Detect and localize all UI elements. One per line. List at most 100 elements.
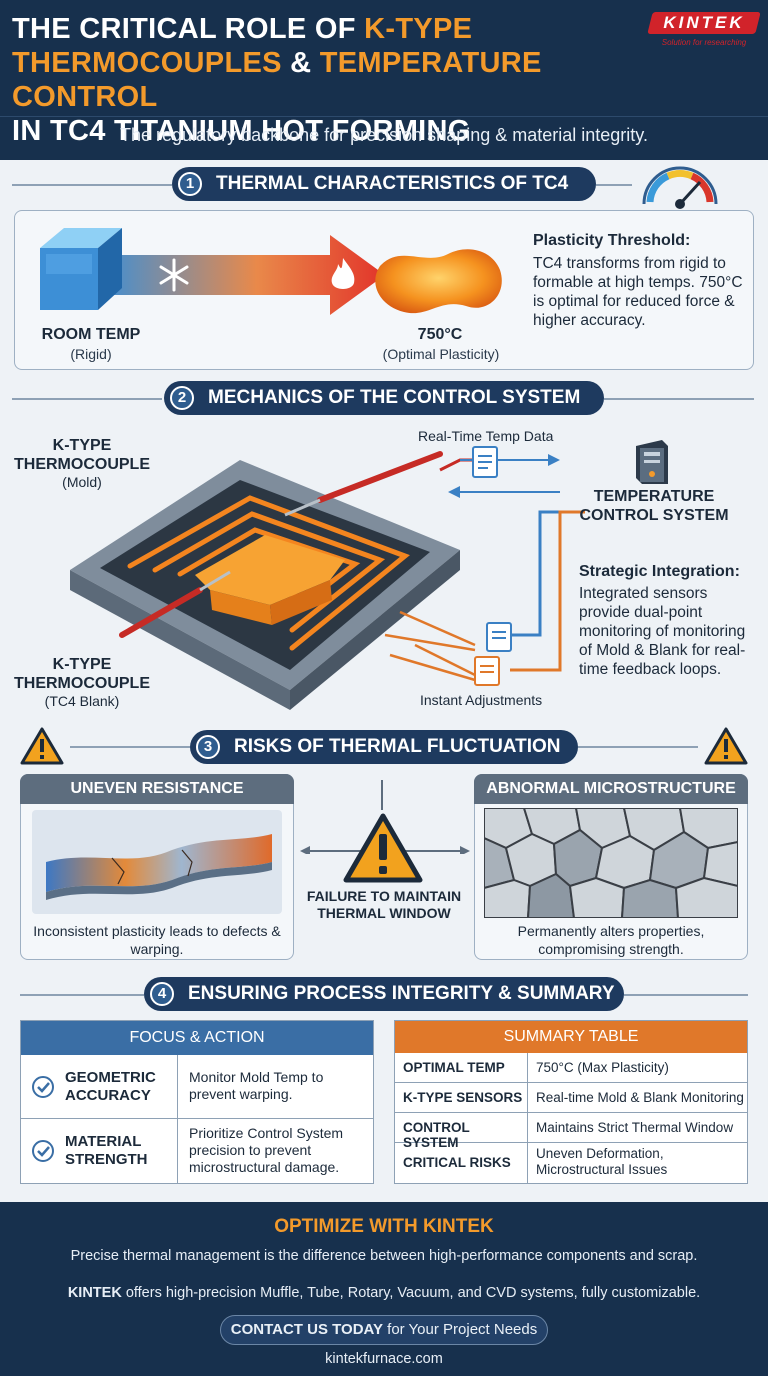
hot-blank-icon <box>375 249 502 314</box>
failure-label: FAILURE TO MAINTAIN THERMAL WINDOW <box>306 888 462 921</box>
title-part: THE CRITICAL ROLE OF <box>12 13 365 45</box>
focus-row-text: Prioritize Control System precision to p… <box>189 1125 344 1175</box>
abnormal-microstructure-header: ABNORMAL MICROSTRUCTURE <box>474 774 748 804</box>
title-highlight: THERMOCOUPLES <box>12 47 282 79</box>
section-divider <box>12 184 172 186</box>
document-icon <box>486 622 512 652</box>
gauge-icon <box>642 166 718 209</box>
plasticity-threshold-text: TC4 transforms from rigid to formable at… <box>533 255 743 329</box>
website-link[interactable]: kintekfurnace.com <box>325 1351 443 1367</box>
data-flow-lines <box>384 454 585 682</box>
header-banner <box>0 0 768 160</box>
section-title: MECHANICS OF THE CONTROL SYSTEM <box>208 387 581 408</box>
summary-key: OPTIMAL TEMP <box>403 1060 505 1075</box>
contact-label-rest: for Your Project Needs <box>382 1321 538 1338</box>
summary-key: K-TYPE SENSORS <box>403 1090 523 1105</box>
contact-us-button[interactable]: CONTACT US TODAY for Your Project Needs <box>220 1315 548 1345</box>
flame-icon <box>331 258 355 289</box>
check-circle-icon <box>32 1076 54 1098</box>
footer-line1: Precise thermal management is the differ… <box>70 1248 698 1264</box>
strategic-integration-text: Integrated sensors provide dual-point mo… <box>579 585 746 678</box>
warning-icon <box>20 727 64 765</box>
focus-row-label: MATERIAL STRENGTH <box>65 1133 148 1168</box>
contact-label: CONTACT US TODAY <box>230 1321 383 1338</box>
title-highlight: K-TYPE <box>364 13 473 45</box>
temperature-control-system-label: TEMPERATURE CONTROL SYSTEM <box>579 488 729 524</box>
hot-temp-sub: (Optimal Plasticity) <box>382 346 500 362</box>
summary-row: CRITICAL RISKS Uneven Deformation, Micro… <box>395 1143 747 1183</box>
summary-value: 750°C (Max Plasticity) <box>536 1060 669 1075</box>
footer-line2: KINTEK offers high-precision Muffle, Tub… <box>0 1285 768 1301</box>
document-icon <box>474 656 500 686</box>
section-number: 1 <box>178 172 202 196</box>
strategic-integration-title: Strategic Integration: <box>579 563 740 580</box>
thermocouple-blank-label: K-TYPE THERMOCOUPLE <box>14 656 150 692</box>
section-title: RISKS OF THERMAL FLUCTUATION <box>234 736 561 757</box>
summary-key: CRITICAL RISKS <box>403 1155 511 1170</box>
section-title: THERMAL CHARACTERISTICS OF TC4 <box>216 173 569 194</box>
title-part: & <box>281 47 320 79</box>
check-circle-icon <box>32 1140 54 1162</box>
focus-row: MATERIAL STRENGTH Prioritize Control Sys… <box>21 1119 373 1183</box>
abnormal-microstructure-caption: Permanently alters properties, compromis… <box>517 923 705 957</box>
title-highlight: TEMPERATURE CONTROL <box>12 47 542 113</box>
uneven-resistance-caption: Inconsistent plasticity leads to defects… <box>33 923 281 957</box>
heated-mold-illustration <box>70 451 460 710</box>
uneven-resistance-header: UNEVEN RESISTANCE <box>20 774 294 804</box>
summary-value: Uneven Deformation, Microstructural Issu… <box>536 1146 668 1177</box>
title-part: IN TC4 TITANIUM HOT FORMING <box>12 115 471 147</box>
warning-icon <box>704 727 748 765</box>
section4-heading: 4 ENSURING PROCESS INTEGRITY & SUMMARY <box>144 977 624 1011</box>
section-title: ENSURING PROCESS INTEGRITY & SUMMARY <box>188 983 615 1004</box>
document-icon <box>472 446 498 478</box>
computer-tower-icon <box>636 440 668 484</box>
section-divider <box>12 398 162 400</box>
heating-arrow <box>100 235 385 315</box>
footer-line2-text: offers high-precision Muffle, Tube, Rota… <box>121 1285 701 1301</box>
focus-row-label: GEOMETRIC ACCURACY <box>65 1069 156 1104</box>
plasticity-threshold-title: Plasticity Threshold: <box>533 232 691 249</box>
thermocouple-blank-sub: (TC4 Blank) <box>44 693 120 709</box>
header-divider <box>0 116 768 117</box>
column-divider <box>527 1053 528 1083</box>
section-number: 3 <box>196 735 220 759</box>
section-divider <box>70 746 190 748</box>
room-temp-sub: (Rigid) <box>70 346 112 362</box>
summary-value: Real-time Mold & Blank Monitoring <box>536 1090 744 1105</box>
focus-row: GEOMETRIC ACCURACY Monitor Mold Temp to … <box>21 1055 373 1119</box>
cold-cube-icon <box>40 228 122 310</box>
logo-tagline: Solution for researching <box>661 38 747 47</box>
summary-row: K-TYPE SENSORS Real-time Mold & Blank Mo… <box>395 1083 747 1113</box>
page-subtitle: The regulatory backbone for precision sh… <box>120 125 648 145</box>
column-divider <box>527 1113 528 1143</box>
page-title: THE CRITICAL ROLE OF K-TYPE THERMOCOUPLE… <box>12 12 652 148</box>
focus-action-header: FOCUS & ACTION <box>21 1021 373 1055</box>
column-divider <box>527 1083 528 1113</box>
grain-microstructure-image <box>484 808 738 918</box>
focus-row-text: Monitor Mold Temp to prevent warping. <box>189 1069 324 1102</box>
hot-temp-label: 750°C <box>417 326 463 343</box>
section-divider <box>624 994 748 996</box>
summary-row: CONTROL SYSTEM Maintains Strict Thermal … <box>395 1113 747 1150</box>
summary-row: OPTIMAL TEMP 750°C (Max Plasticity) <box>395 1053 747 1083</box>
summary-header: SUMMARY TABLE <box>395 1021 747 1053</box>
section-divider <box>596 184 632 186</box>
section-divider <box>578 746 698 748</box>
section3-heading: 3 RISKS OF THERMAL FLUCTUATION <box>190 730 578 764</box>
thermocouple-mold-sub: (Mold) <box>62 474 102 490</box>
section-divider <box>20 994 144 996</box>
summary-key: CONTROL SYSTEM <box>403 1120 470 1150</box>
focus-action-table: FOCUS & ACTION GEOMETRIC ACCURACY Monito… <box>20 1020 374 1184</box>
section-divider <box>604 398 754 400</box>
room-temp-label: ROOM TEMP <box>41 326 141 343</box>
column-divider <box>527 1143 528 1183</box>
snowflake-icon <box>159 258 189 292</box>
footer-title: OPTIMIZE WITH KINTEK <box>274 1216 494 1237</box>
footer-banner <box>0 1202 768 1376</box>
section1-heading: 1 THERMAL CHARACTERISTICS OF TC4 <box>172 167 596 201</box>
section-number: 4 <box>150 982 174 1006</box>
instant-adjustments-label: Instant Adjustments <box>420 692 543 708</box>
summary-table: SUMMARY TABLE OPTIMAL TEMP 750°C (Max Pl… <box>394 1020 748 1184</box>
large-warning-icon <box>343 813 423 883</box>
